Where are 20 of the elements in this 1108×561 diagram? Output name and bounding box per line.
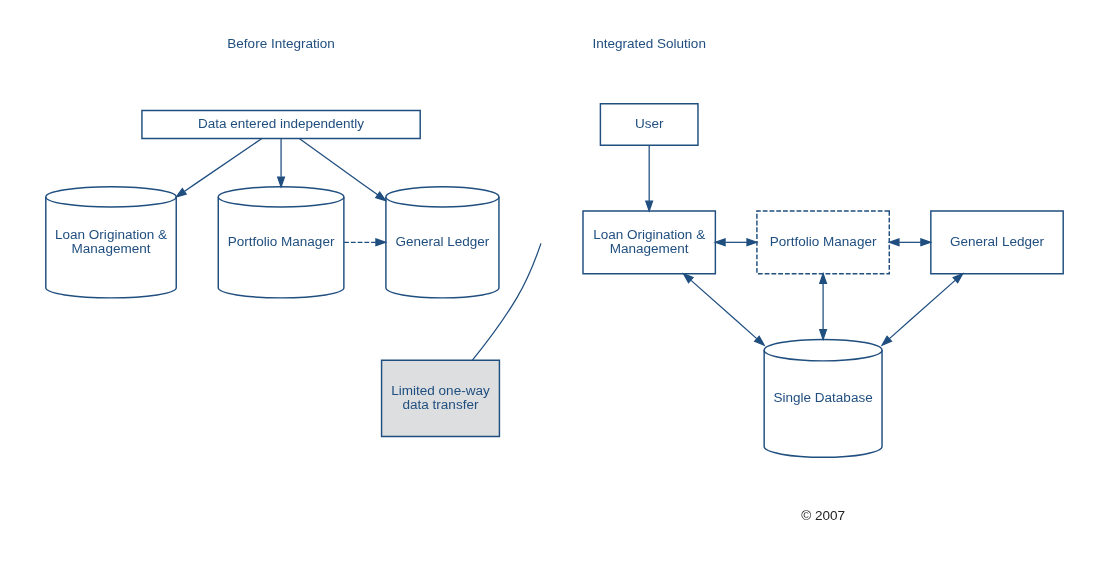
arrow bbox=[174, 137, 262, 198]
node-box: Limited one-way data transfer bbox=[380, 359, 500, 438]
node-box: Data entered independently bbox=[140, 109, 421, 140]
label: Integrated Solution bbox=[591, 36, 706, 52]
arrow bbox=[276, 138, 285, 189]
arrow bbox=[342, 238, 387, 247]
arrow bbox=[681, 272, 766, 347]
arrow bbox=[880, 272, 964, 347]
node-box: Loan Origination & Management bbox=[581, 210, 716, 275]
arrow bbox=[713, 238, 759, 247]
arrow bbox=[818, 271, 827, 342]
label: Before Integration bbox=[226, 36, 335, 52]
arrow bbox=[298, 137, 387, 202]
arrow bbox=[886, 238, 932, 247]
connector bbox=[471, 242, 542, 361]
node-box: General Ledger bbox=[929, 210, 1064, 275]
node-box: Portfolio Manager bbox=[755, 210, 890, 275]
node-box: User bbox=[599, 102, 699, 146]
arrow bbox=[644, 144, 653, 213]
label: © 2007 bbox=[800, 507, 845, 523]
